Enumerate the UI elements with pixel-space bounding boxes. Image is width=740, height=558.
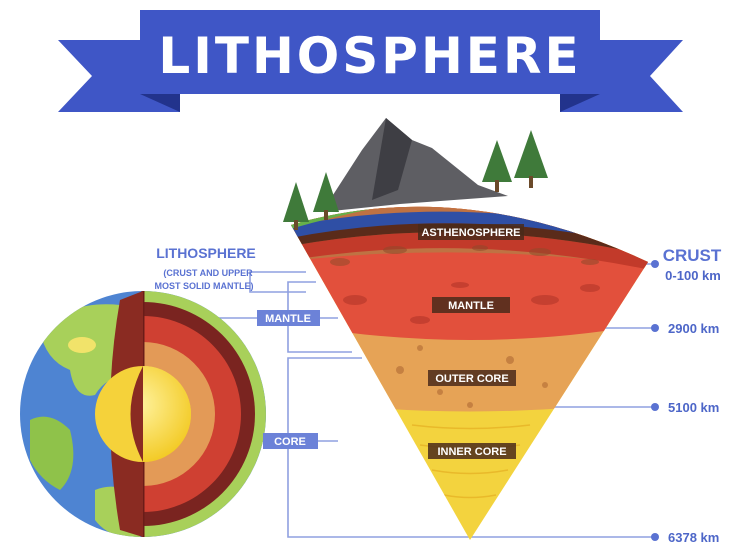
inner-core-label: INNER CORE — [437, 446, 506, 458]
center-depth-dot — [651, 533, 659, 541]
outer-core-label: OUTER CORE — [435, 373, 508, 385]
globe-cutaway — [20, 291, 266, 537]
lithosphere-callout: LITHOSPHERE (CRUST AND UPPER MOST SOLID … — [155, 245, 256, 291]
mantle-callout-box — [257, 310, 320, 326]
globe-outer-core — [143, 342, 215, 486]
outer-core-depth-dot — [651, 403, 659, 411]
page-title: LITHOSPHERE — [158, 27, 581, 85]
lithosphere-callout-title: LITHOSPHERE — [156, 245, 256, 261]
outer-core-texture-spots — [396, 345, 548, 408]
banner-main — [140, 10, 600, 94]
mantle-depth-label: 2900 km — [668, 321, 719, 336]
leader-dots — [651, 260, 659, 541]
lithosphere-callout-line2: MOST SOLID MANTLE) — [155, 281, 254, 291]
tree-icon — [283, 130, 548, 230]
asthenosphere-label-box — [418, 224, 524, 240]
title-banner: LITHOSPHERE — [58, 10, 683, 112]
outer-core-depth-label: 5100 km — [668, 400, 719, 415]
banner-fold-right — [560, 94, 600, 112]
globe-core-left-half — [95, 366, 143, 462]
mountain-shadow — [372, 118, 412, 200]
inner-core-label-box — [428, 443, 516, 459]
mantle-layer-label: MANTLE — [448, 300, 494, 312]
outer-core-label-box — [428, 370, 516, 386]
depth-labels: CRUST 0-100 km 2900 km 5100 km 6378 km — [663, 246, 722, 545]
core-callout-box — [263, 433, 318, 449]
lithosphere-bracket-line — [249, 271, 306, 293]
wedge-crust-red-band — [291, 232, 648, 272]
mountain-icon — [322, 118, 508, 212]
wedge-texture-spots — [330, 245, 599, 266]
surface-scenery — [283, 118, 548, 230]
banner-fold-left — [140, 94, 180, 112]
mantle-label-box — [432, 297, 510, 313]
lithosphere-callout-line1: (CRUST AND UPPER — [163, 268, 253, 278]
mantle-texture-spots — [343, 282, 600, 324]
crust-dot — [651, 260, 659, 268]
asthenosphere-label: ASTHENOSPHERE — [421, 227, 520, 239]
wedge-labels: ASTHENOSPHERE MANTLE OUTER CORE INNER CO… — [418, 224, 524, 459]
globe-callouts: MANTLE CORE — [257, 310, 320, 449]
globe-inner-core-left — [143, 366, 191, 462]
crust-range: 0-100 km — [665, 268, 721, 283]
crust-title: CRUST — [663, 246, 722, 265]
mantle-depth-dot — [651, 324, 659, 332]
center-depth-label: 6378 km — [668, 530, 719, 545]
core-callout-label: CORE — [274, 436, 306, 448]
mantle-callout-label: MANTLE — [265, 313, 311, 325]
